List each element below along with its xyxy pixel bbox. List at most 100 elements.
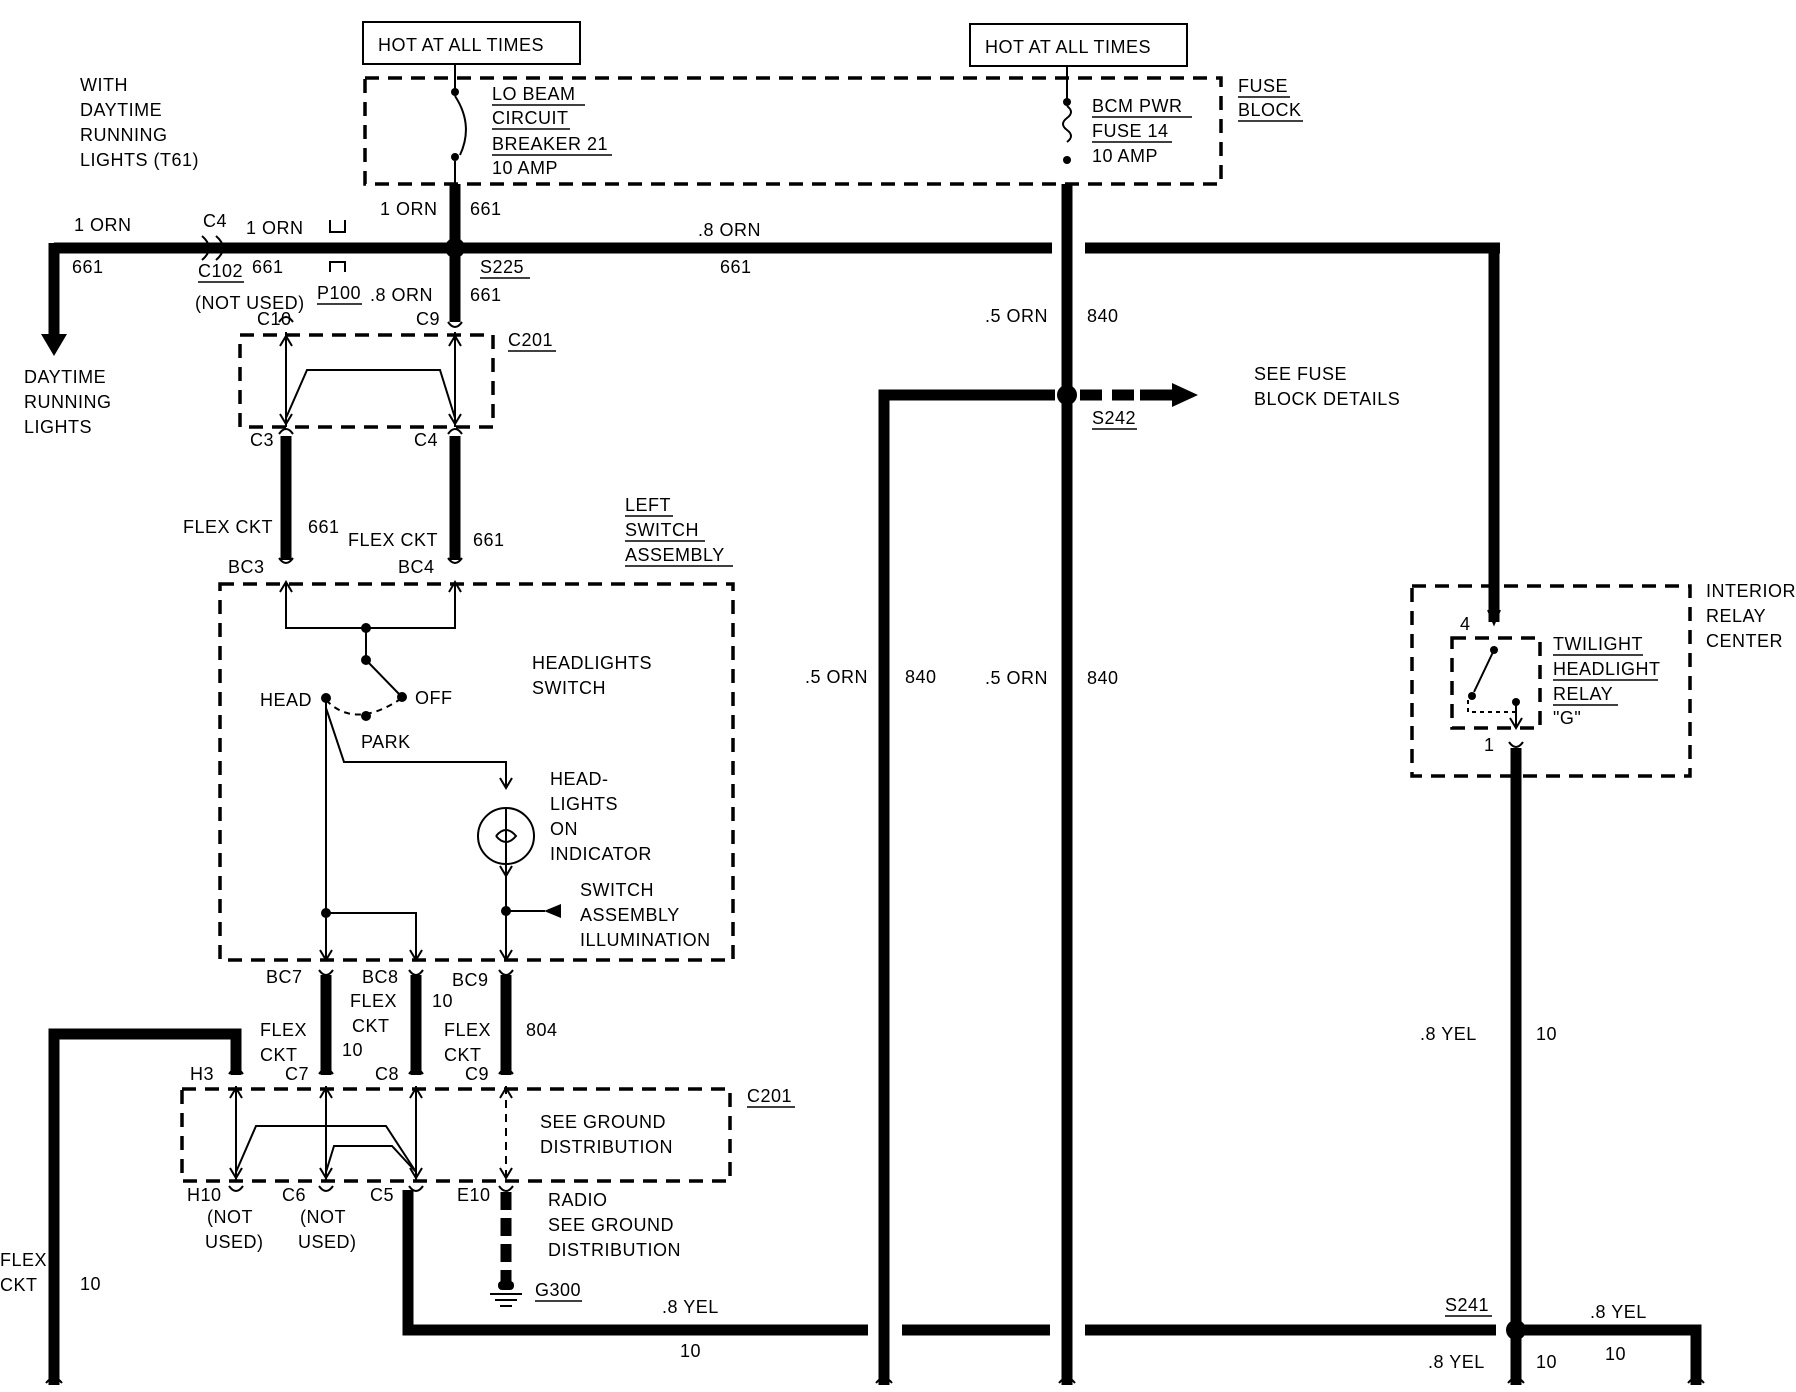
bcm-pwr-label-1: BCM PWR	[1092, 96, 1183, 116]
hot-at-all-times-label-left: HOT AT ALL TIMES	[378, 35, 544, 55]
connector-bc3-label: BC3	[228, 557, 265, 577]
wire-8-yel-10-right	[1514, 1324, 1702, 1385]
wire-label-840-c: 840	[1087, 668, 1119, 688]
lo-beam-label-3: BREAKER 21	[492, 134, 608, 154]
wire-label-5-orn-a: .5 ORN	[985, 306, 1048, 326]
connector-c8-label: C8	[375, 1064, 399, 1084]
wire-label-661-top: 661	[470, 199, 502, 219]
radio-label-2: SEE GROUND	[548, 1215, 674, 1235]
drl-option-label-3: RUNNING	[80, 125, 168, 145]
relay-center-label-1: INTERIOR	[1706, 581, 1796, 601]
ground-g300-icon	[498, 1281, 514, 1290]
wire-label-661-down: 661	[470, 285, 502, 305]
relay-pin1-label: 1	[1484, 735, 1495, 755]
c201-lower-outline	[180, 1087, 732, 1183]
wire-label-661-bus: 661	[720, 257, 752, 277]
wire-label-10-bottom: 10	[680, 1341, 701, 1361]
wire-flex-ckt-10-left	[48, 1028, 242, 1385]
connector-c5-label: C5	[370, 1185, 394, 1205]
wire-label-10-bottom-right: 10	[1536, 1352, 1557, 1372]
indicator-label-2: LIGHTS	[550, 794, 618, 814]
wire-label-661-c102: 661	[252, 257, 284, 277]
flex-bc8-label-1: FLEX	[350, 991, 397, 1011]
connector-c10-label: C10	[257, 309, 292, 329]
connector-h10-label: H10	[187, 1185, 222, 1205]
drl-dest-label-2: RUNNING	[24, 392, 112, 412]
hot-at-all-times-label-right: HOT AT ALL TIMES	[985, 37, 1151, 57]
drl-option-label-2: DAYTIME	[80, 100, 162, 120]
connector-c6-label: C6	[282, 1185, 306, 1205]
twilight-headlight-relay-outline	[1450, 636, 1542, 730]
wire-label-661-left: 661	[72, 257, 104, 277]
connector-bc9-label: BC9	[452, 970, 489, 990]
flex-ckt-label-a: FLEX CKT	[183, 517, 273, 537]
see-ground-label-2: DISTRIBUTION	[540, 1137, 673, 1157]
wire-label-5-orn-c: .5 ORN	[985, 668, 1048, 688]
wire-5-orn-840-left	[878, 389, 1055, 1385]
hot-at-all-times-box-left	[362, 21, 581, 65]
relay-center-label-3: CENTER	[1706, 631, 1783, 651]
wire-label-8-orn-down: .8 ORN	[370, 285, 433, 305]
fuse-block-label-1: FUSE	[1238, 76, 1288, 96]
relay-pin4-label: 4	[1460, 614, 1471, 634]
flex-bc7-label-1: FLEX	[260, 1020, 307, 1040]
wire-label-840-b: 840	[905, 667, 937, 687]
relay-label-1: TWILIGHT	[1553, 634, 1643, 654]
wire-label-10-bc8: 10	[432, 991, 453, 1011]
fuse-block-outline	[363, 76, 1223, 186]
connector-p100-label: P100	[317, 283, 361, 303]
wire-label-10-left: 10	[80, 1274, 101, 1294]
bcm-pwr-label-2: FUSE 14	[1092, 121, 1169, 141]
connector-c4-label: C4	[203, 211, 227, 231]
connector-c3-label: C3	[250, 430, 274, 450]
radio-label-3: DISTRIBUTION	[548, 1240, 681, 1260]
lo-beam-label-1: LO BEAM	[492, 84, 576, 104]
connector-bc4-label: BC4	[398, 557, 435, 577]
splice-s225-label: S225	[480, 257, 524, 277]
wire-label-1-orn-left: 1 ORN	[74, 215, 132, 235]
not-used-2-label-2: USED)	[298, 1232, 357, 1252]
see-fuse-label-2: BLOCK DETAILS	[1254, 389, 1400, 409]
see-fuse-label-1: SEE FUSE	[1254, 364, 1347, 384]
connector-h3-label: H3	[190, 1064, 214, 1084]
relay-label-3: RELAY	[1553, 684, 1613, 704]
connector-c4-low-label: C4	[414, 430, 438, 450]
wire-label-661-flex-a: 661	[308, 517, 340, 537]
splice-s242	[1057, 385, 1077, 405]
drl-dest-label-3: LIGHTS	[24, 417, 92, 437]
splice-s241-label: S241	[1445, 1295, 1489, 1315]
fuse-block-label-2: BLOCK	[1238, 100, 1302, 120]
drl-option-label-1: WITH	[80, 75, 128, 95]
wire-label-10-relay: 10	[1536, 1024, 1557, 1044]
connector-c201-label: C201	[747, 1086, 792, 1106]
wire-8-yel-10-c5	[402, 1190, 868, 1336]
fuse-symbol	[1062, 105, 1072, 143]
ground-g300-label: G300	[535, 1280, 581, 1300]
connector-bc7-label: BC7	[266, 967, 303, 987]
wire-label-661-flex-b: 661	[473, 530, 505, 550]
left-switch-label-1: LEFT	[625, 495, 671, 515]
switch-position-park: PARK	[361, 732, 411, 752]
headlights-switch-blade	[365, 659, 401, 696]
switch-position-head: HEAD	[260, 690, 312, 710]
radio-label-1: RADIO	[548, 1190, 608, 1210]
circuit-breaker-symbol	[454, 95, 467, 156]
hot-at-all-times-box-right	[969, 23, 1188, 67]
not-used-2-label-1: (NOT	[300, 1207, 346, 1227]
splice-s242-label: S242	[1092, 408, 1136, 428]
wire-label-10-bc7: 10	[342, 1040, 363, 1060]
wire-label-8-orn-bus: .8 ORN	[698, 220, 761, 240]
bcm-pwr-label-3: 10 AMP	[1092, 146, 1158, 166]
flex-left-label-1: FLEX	[0, 1250, 47, 1270]
connector-e10-label: E10	[457, 1185, 491, 1205]
wire-label-8-yel-relay: .8 YEL	[1420, 1024, 1477, 1044]
left-switch-assembly-outline	[218, 582, 735, 962]
wire-label-1-orn-mid: 1 ORN	[246, 218, 304, 238]
illumination-label-2: ASSEMBLY	[580, 905, 680, 925]
drl-option-label-4: LIGHTS (T61)	[80, 150, 199, 170]
drl-arrow-icon	[41, 334, 67, 356]
flex-bc7-label-2: CKT	[260, 1045, 298, 1065]
see-ground-label-1: SEE GROUND	[540, 1112, 666, 1132]
left-switch-label-3: ASSEMBLY	[625, 545, 725, 565]
